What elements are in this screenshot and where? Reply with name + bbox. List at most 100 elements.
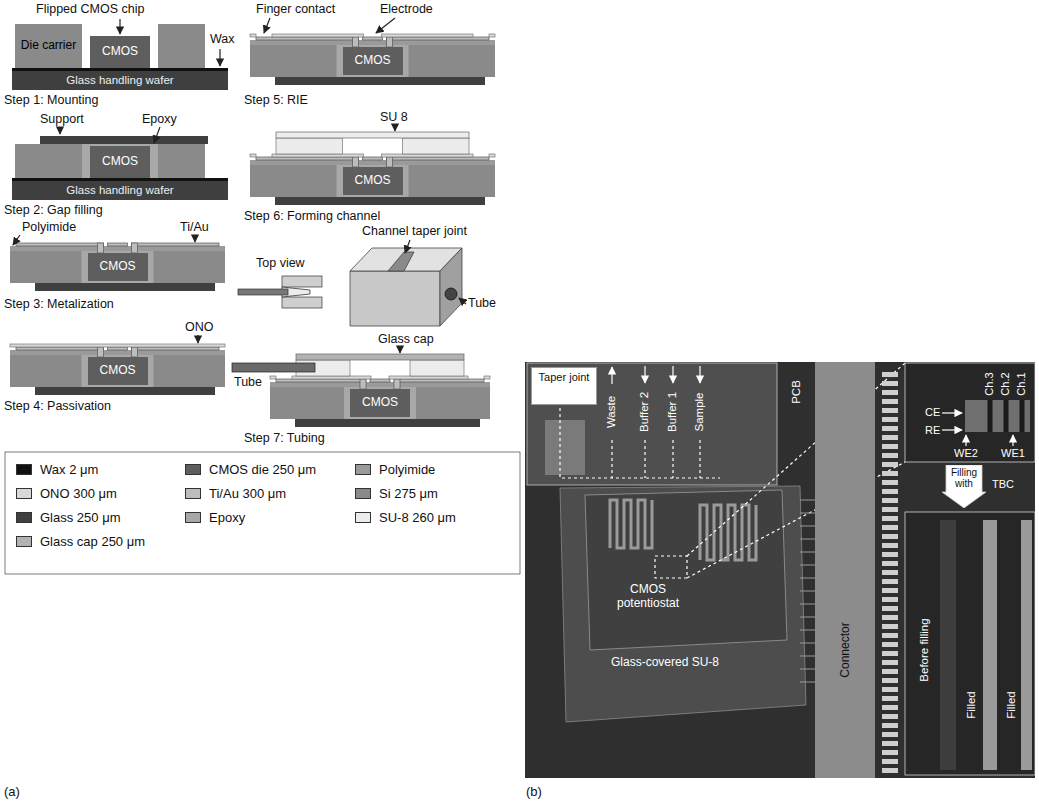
pcb-pad (882, 723, 898, 728)
metal-line (394, 379, 484, 382)
leader-arrow (405, 240, 410, 253)
bond-wire (800, 682, 815, 683)
pcb-pad (882, 633, 898, 638)
photo-label: Ch.1 (1015, 372, 1028, 395)
node-text: Taper joint (539, 371, 590, 383)
pcb-pad (882, 624, 898, 629)
ono-layer (389, 376, 468, 379)
polyimide-layer (270, 382, 490, 387)
metal-line (16, 347, 104, 350)
metal-via (387, 37, 393, 47)
ono-layer (272, 34, 364, 37)
pcb-pad (882, 579, 898, 584)
pcb-pad (882, 741, 898, 746)
metal-line (256, 157, 359, 160)
channel-trace (672, 440, 673, 478)
tube-photo (545, 420, 585, 475)
filling-inset (905, 512, 1035, 775)
panel-letter: (a) (4, 784, 20, 800)
node-text: CMOS (102, 45, 138, 58)
channel-line (1004, 400, 1009, 432)
arrow-outline (942, 465, 986, 508)
metal-via (360, 379, 366, 389)
bond-wire (800, 656, 815, 657)
electrode-metal (108, 243, 128, 246)
pcb-pad (882, 687, 898, 692)
cross-section (10, 344, 225, 395)
node-text: CMOS (100, 364, 136, 377)
leader-arrow (119, 19, 120, 34)
legend-text: Ti/Au 300 μm (209, 486, 286, 501)
epoxy-fill (344, 387, 416, 419)
callout-label: Channel taper joint (362, 224, 467, 239)
pcb-pad (882, 615, 898, 620)
leader-arrow (942, 412, 962, 413)
node-text: Glass handling wafer (66, 74, 173, 87)
leader-arrow (59, 127, 60, 134)
step-caption: Step 2: Gap filling (4, 203, 103, 218)
serpentine-channel (700, 505, 756, 560)
ono-layer (272, 154, 364, 157)
pcb-pad (882, 381, 898, 386)
legend-swatch (16, 464, 32, 475)
cmos-die: CMOS (90, 36, 150, 68)
bond-wire (800, 630, 815, 631)
pcb-pad (882, 480, 898, 485)
pcb-pad (882, 453, 898, 458)
photo-label: Filled (965, 691, 979, 718)
support-layer (40, 136, 208, 144)
pcb-pad (882, 732, 898, 737)
die-carrier-block (270, 387, 490, 419)
photo-label: PCB (790, 380, 804, 404)
photo-label: Waste (605, 396, 619, 428)
die-carrier-block (15, 144, 82, 178)
metal-line (276, 379, 366, 382)
view-label: Top view (256, 256, 305, 271)
pcb-pad (882, 498, 898, 503)
tube (232, 363, 315, 372)
joint-channel (388, 252, 414, 271)
epoxy-fill (82, 251, 154, 283)
leader-arrow (942, 429, 962, 430)
electrode-metal (108, 347, 128, 350)
electrode-inset (905, 363, 1035, 462)
epoxy-fill (82, 144, 158, 178)
glass-handling-wafer: Glass handling wafer (12, 181, 228, 200)
legend-text: Wax 2 μm (40, 462, 98, 477)
leader-arrow (264, 18, 270, 33)
pcb-pad (882, 552, 898, 557)
cmos-die: CMOS (343, 47, 403, 75)
su8-roof (276, 132, 469, 138)
legend-entry: Epoxy (185, 510, 245, 525)
pcb-pad (882, 534, 898, 539)
metal-line (16, 243, 104, 246)
pcb-pad (882, 570, 898, 575)
leader-arrow (154, 127, 160, 143)
polyimide-layer (250, 160, 495, 165)
node-text: Filling with (946, 467, 982, 489)
photo-label: CE (925, 406, 940, 419)
pcb-pad (882, 669, 898, 674)
metal-line (387, 37, 490, 40)
cross-section (232, 354, 490, 427)
leader-arrow (672, 366, 673, 383)
cross-section (250, 132, 495, 205)
joint-side-face (440, 248, 462, 326)
cross-section (250, 34, 495, 85)
ono-layer (10, 344, 225, 347)
leader-arrow (644, 366, 645, 383)
channel-trace (699, 440, 700, 478)
pcb-pad (882, 705, 898, 710)
pcb-pad (882, 696, 898, 701)
legend-text: CMOS die 250 μm (209, 462, 316, 477)
step-caption: Step 5: RIE (244, 93, 308, 108)
photo-label: Ch.2 (999, 372, 1012, 395)
serpentine-channel (610, 500, 652, 548)
legend-entry: Ti/Au 300 μm (185, 486, 286, 501)
epoxy-fill (337, 165, 409, 197)
metal-line (132, 347, 220, 350)
ono-layer (484, 376, 490, 379)
photo-label: CMOS potentiostat (603, 582, 693, 611)
bond-wire (800, 513, 815, 514)
pcb-pad (882, 435, 898, 440)
